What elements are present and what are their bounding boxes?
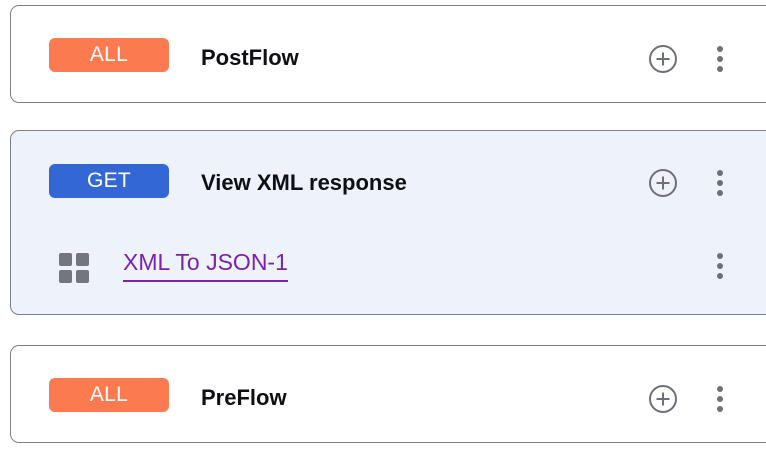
grid-square xyxy=(59,253,72,266)
grid-square xyxy=(59,270,72,283)
policy-link[interactable]: XML To JSON-1 xyxy=(123,249,288,282)
kebab-dot xyxy=(717,46,723,52)
kebab-dot xyxy=(717,180,723,186)
method-badge-all: ALL xyxy=(49,378,169,412)
circle-plus-icon[interactable] xyxy=(648,384,678,414)
flow-title: View XML response xyxy=(201,170,407,195)
kebab-dot xyxy=(717,66,723,72)
circle-plus-icon[interactable] xyxy=(648,168,678,198)
flow-header-row: ALL PostFlow xyxy=(11,6,766,102)
flow-title: PostFlow xyxy=(201,45,299,70)
kebab-menu-icon[interactable] xyxy=(712,385,728,413)
policy-row-xml-to-json-1[interactable]: XML To JSON-1 xyxy=(11,239,766,295)
flow-header-row: ALL PreFlow xyxy=(11,346,766,442)
method-badge-get: GET xyxy=(49,164,169,198)
kebab-menu-icon[interactable] xyxy=(712,45,728,73)
flow-card-preflow[interactable]: ALL PreFlow xyxy=(10,345,766,443)
kebab-dot xyxy=(717,396,723,402)
kebab-dot xyxy=(717,170,723,176)
grid-square xyxy=(76,270,89,283)
kebab-menu-icon[interactable] xyxy=(712,169,728,197)
kebab-dot xyxy=(717,263,723,269)
method-badge-all: ALL xyxy=(49,38,169,72)
flow-title: PreFlow xyxy=(201,385,287,410)
kebab-dot xyxy=(717,190,723,196)
kebab-dot xyxy=(717,273,723,279)
kebab-dot xyxy=(717,253,723,259)
circle-plus-icon[interactable] xyxy=(648,44,678,74)
flow-header-row: GET View XML response xyxy=(11,131,766,231)
grid-squares-icon xyxy=(59,253,89,283)
flow-card-postflow[interactable]: ALL PostFlow xyxy=(10,5,766,103)
flow-card-view-xml-response[interactable]: GET View XML response xyxy=(10,130,766,315)
kebab-dot xyxy=(717,386,723,392)
grid-square xyxy=(76,253,89,266)
kebab-menu-icon[interactable] xyxy=(712,252,728,280)
kebab-dot xyxy=(717,406,723,412)
kebab-dot xyxy=(717,56,723,62)
